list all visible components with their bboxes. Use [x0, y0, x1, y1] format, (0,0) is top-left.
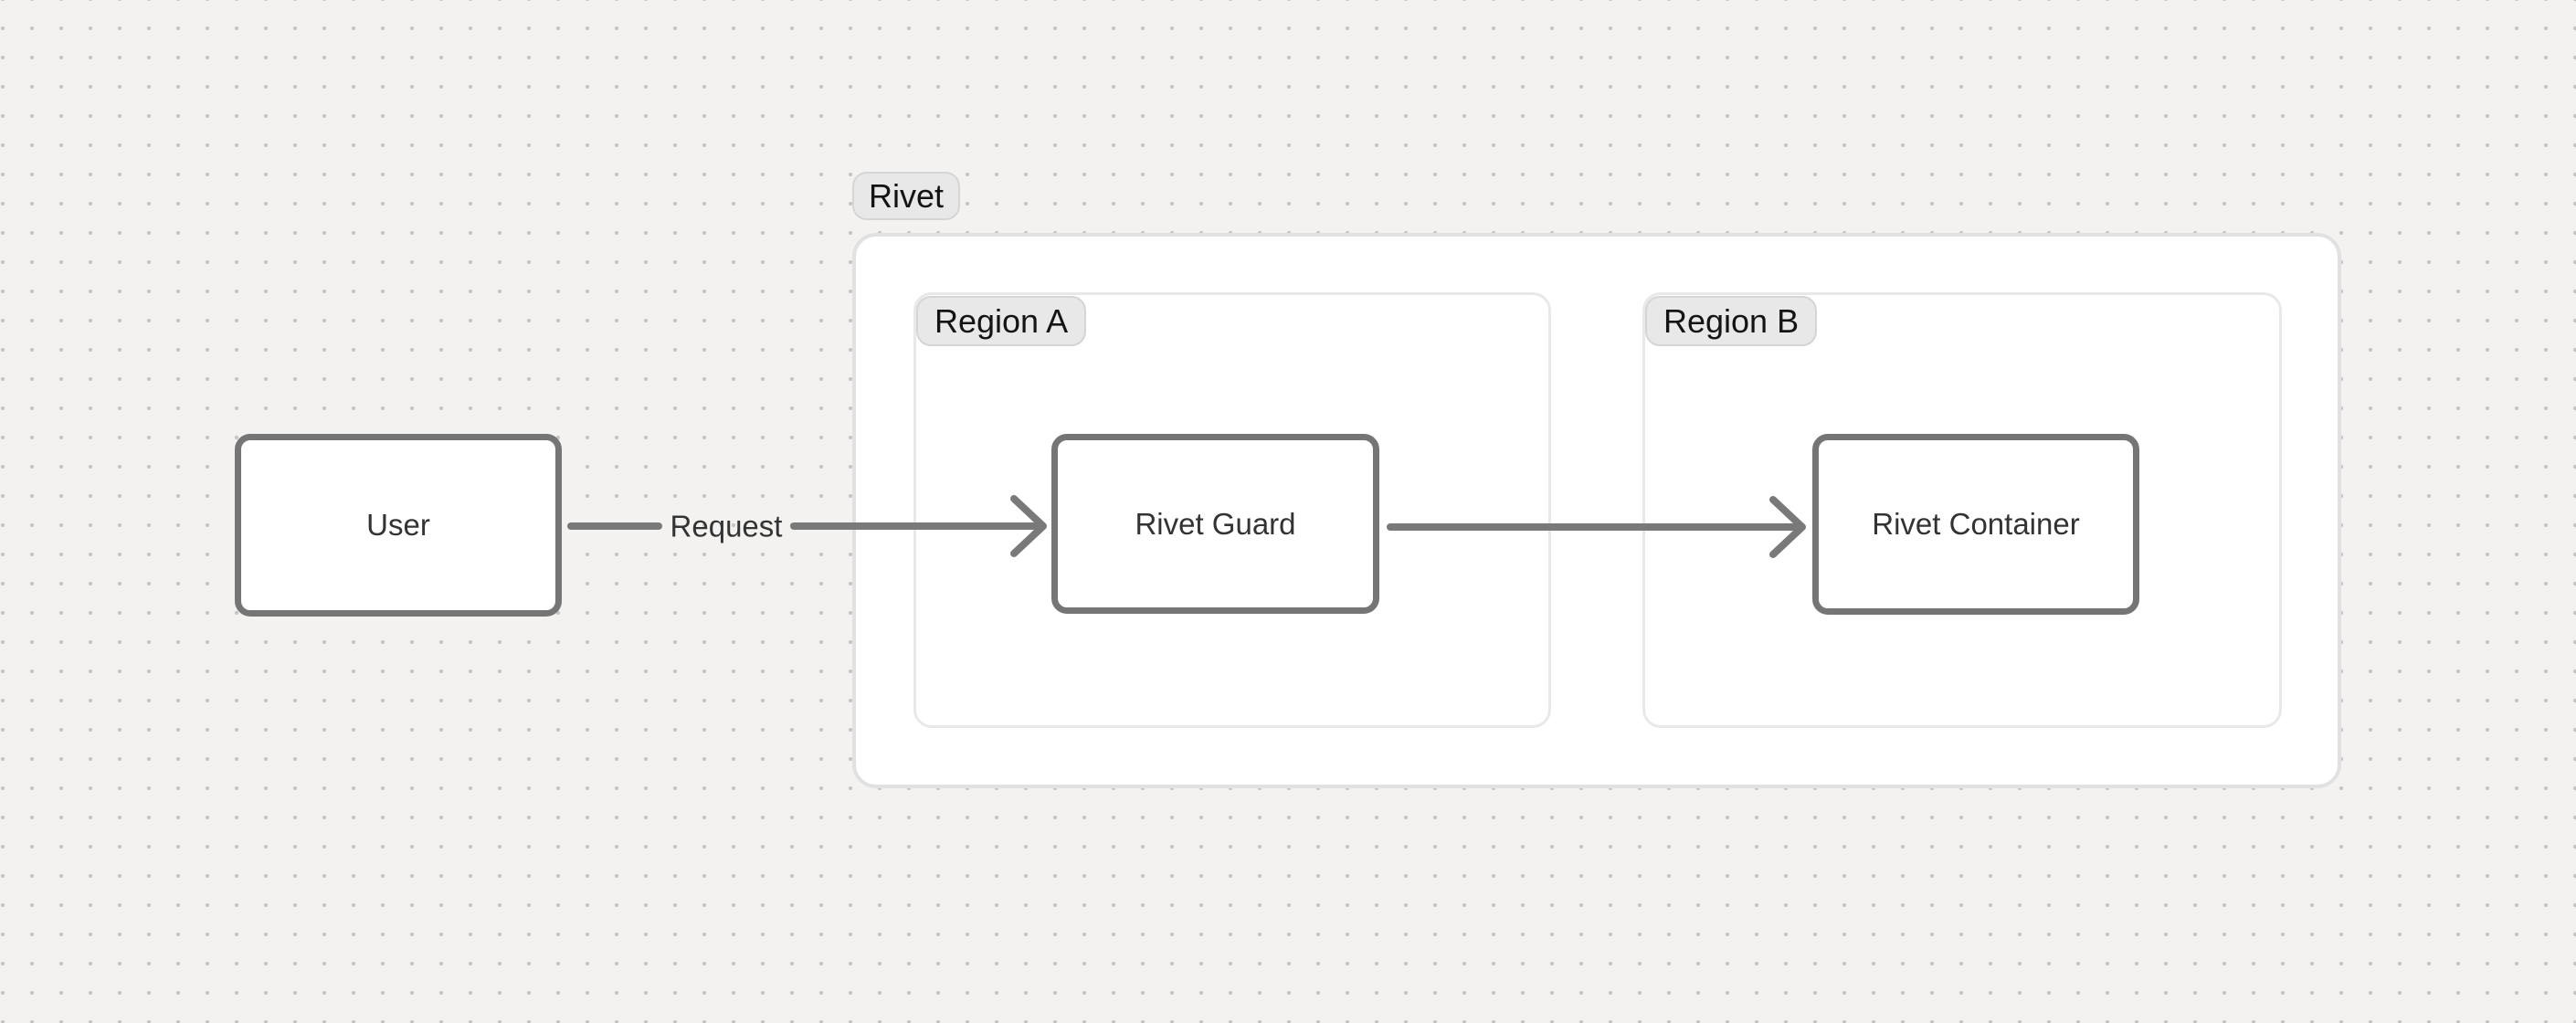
node-user: User — [235, 434, 562, 617]
node-rivet-container: Rivet Container — [1812, 434, 2139, 615]
node-rivet-guard-label: Rivet Guard — [1135, 506, 1296, 541]
region-b-label: Region B — [1645, 296, 1818, 346]
node-user-label: User — [366, 508, 430, 542]
region-a-label: Region A — [916, 296, 1087, 346]
node-rivet-container-label: Rivet Container — [1872, 507, 2080, 541]
edge-label-request: Request — [670, 510, 783, 543]
node-rivet-guard: Rivet Guard — [1051, 434, 1379, 614]
frame-rivet-label: Rivet — [852, 172, 961, 220]
